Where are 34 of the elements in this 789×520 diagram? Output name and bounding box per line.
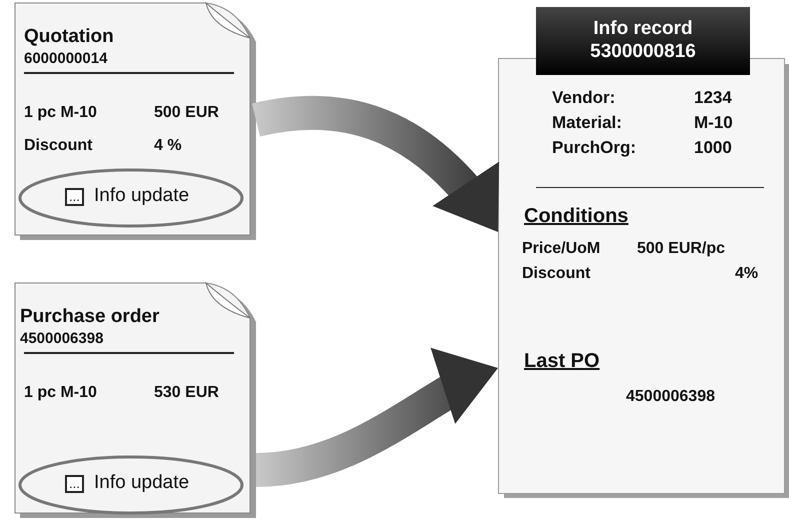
field-label: Price/UoM <box>522 240 600 258</box>
field-value: 1000 <box>694 138 732 158</box>
option-label: Info update <box>94 472 190 494</box>
field-label: Material: <box>552 113 622 133</box>
record-page <box>498 58 789 498</box>
option-oval <box>18 455 244 515</box>
field-label: PurchOrg: <box>552 138 636 158</box>
option-label: Info update <box>94 185 190 207</box>
amount-text: 4 % <box>154 137 182 155</box>
option-oval <box>18 168 244 228</box>
section-heading: Conditions <box>524 205 628 228</box>
field-value: 4% <box>735 265 758 283</box>
item-text: 1 pc M-10 <box>24 104 97 122</box>
field-value: 1234 <box>694 88 732 108</box>
document-page <box>14 282 256 518</box>
item-text: Discount <box>24 137 92 155</box>
amount-text: 530 EUR <box>154 384 219 402</box>
section-heading: Last PO <box>524 350 600 373</box>
document-title: Purchase order <box>20 306 160 328</box>
field-value: 4500006398 <box>626 388 715 406</box>
checkbox: ... <box>65 475 84 493</box>
document-page <box>14 2 256 240</box>
field-label: Vendor: <box>552 88 616 108</box>
record-header <box>536 7 750 75</box>
document-number: 6000000014 <box>24 50 108 67</box>
field-value: M-10 <box>694 113 733 133</box>
document-title: Quotation <box>24 26 114 48</box>
record-title: Info record 5300000816 <box>589 17 697 63</box>
field-value: 500 EUR/pc <box>637 240 726 258</box>
document-number: 4500006398 <box>20 330 104 347</box>
item-text: 1 pc M-10 <box>24 384 97 402</box>
amount-text: 500 EUR <box>154 104 219 122</box>
field-label: Discount <box>522 265 590 283</box>
checkbox: ... <box>65 188 84 206</box>
